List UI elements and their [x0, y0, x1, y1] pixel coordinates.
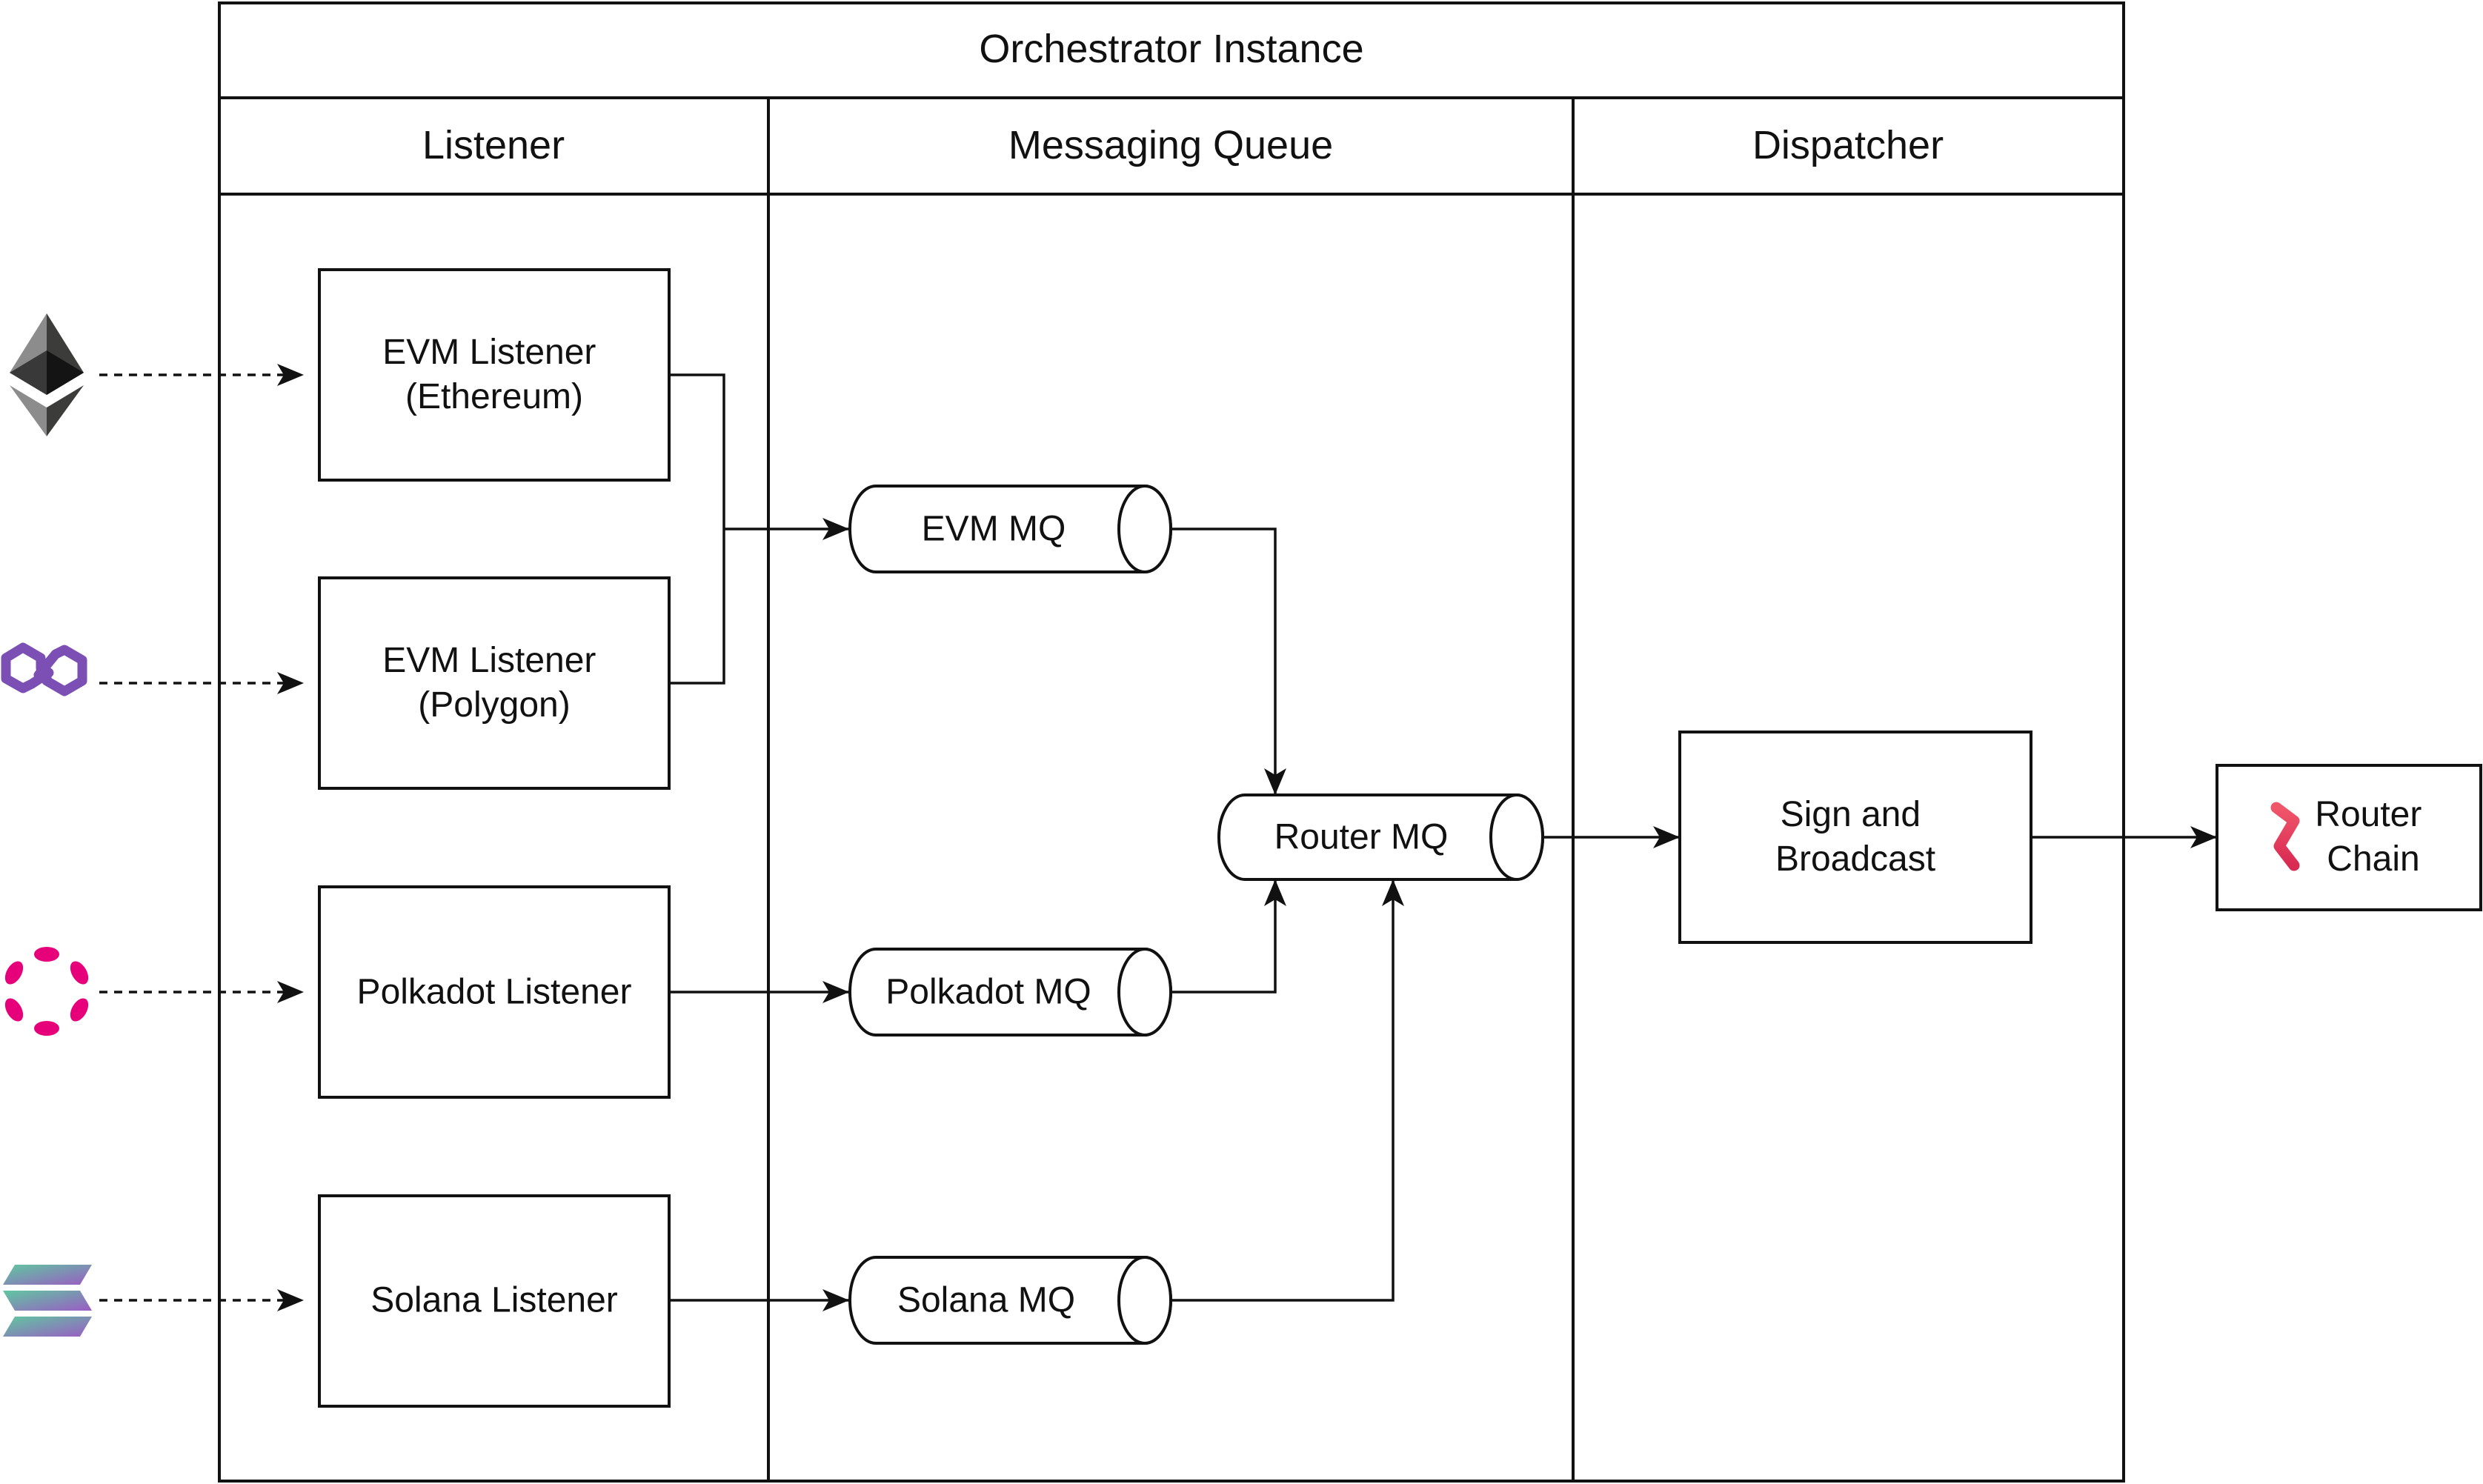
column-header-messaging-queue: Messaging Queue: [1008, 123, 1333, 167]
sign-and-broadcast: Sign and Broadcast: [1678, 731, 2032, 944]
polkadot-mq-to-router-mq-arrow: [1171, 879, 1286, 994]
column-header-listener: Listener: [422, 123, 565, 167]
evm-polygon-to-evm-mq-connector: [669, 529, 725, 685]
column-header-dispatcher: Dispatcher: [1752, 123, 1944, 167]
orchestrator-title: Orchestrator Instance: [979, 27, 1363, 71]
polkadot-icon: [4, 947, 89, 1036]
evm-listener-polygon-line1: EVM Listener: [382, 641, 596, 680]
solana-icon: [3, 1265, 92, 1337]
ethereum-icon: [10, 313, 84, 436]
evm-mq-label: EVM MQ: [922, 510, 1066, 549]
svg-text:Sign and Broadcast: Sign and Broadcast: [1775, 795, 1935, 879]
solana-mq: Solana MQ: [848, 1256, 1172, 1345]
sign-and-broadcast-line2: Broadcast: [1775, 839, 1935, 879]
solana-mq-to-router-mq-arrow: [1171, 879, 1404, 1302]
router-chain-line1: Router: [2315, 795, 2421, 834]
evm-mq: EVM MQ: [848, 485, 1172, 573]
evm-mq-to-router-mq-arrow: [1171, 528, 1286, 795]
sign-and-broadcast-line1: Sign and: [1781, 795, 1921, 834]
svg-text:Router Chain: Router Chain: [2315, 795, 2431, 879]
svg-text:EVM Listener (Polygon): EVM Listener (Polygon): [382, 641, 605, 725]
orchestrator-frame: [218, 1, 2125, 1483]
svg-text:EVM Listener (Ethereum): EVM Listener (Ethereum): [382, 333, 605, 416]
evm-listener-polygon: EVM Listener (Polygon): [318, 576, 671, 790]
evm-listener-ethereum-line2: (Ethereum): [405, 377, 583, 416]
router-chain: Router Chain: [2216, 764, 2482, 911]
polkadot-listener-label: Polkadot Listener: [357, 973, 632, 1012]
router-logo-icon: [2270, 802, 2300, 871]
evm-listener-ethereum: EVM Listener (Ethereum): [318, 268, 671, 482]
evm-listener-polygon-line2: (Polygon): [418, 685, 570, 725]
router-mq-label: Router MQ: [1274, 818, 1449, 857]
router-chain-line2: Chain: [2327, 839, 2419, 879]
evm-listener-ethereum-line1: EVM Listener: [382, 333, 596, 372]
solana-listener-label: Solana Listener: [370, 1281, 618, 1320]
polkadot-mq-label: Polkadot MQ: [885, 973, 1091, 1012]
polkadot-mq: Polkadot MQ: [848, 948, 1172, 1037]
router-mq: Router MQ: [1217, 793, 1544, 881]
evm-ethereum-to-evm-mq-connector: [669, 373, 725, 529]
solana-mq-label: Solana MQ: [897, 1281, 1075, 1320]
solana-listener: Solana Listener: [318, 1194, 671, 1408]
polygon-icon: [1, 642, 87, 696]
polkadot-listener: Polkadot Listener: [318, 885, 671, 1099]
